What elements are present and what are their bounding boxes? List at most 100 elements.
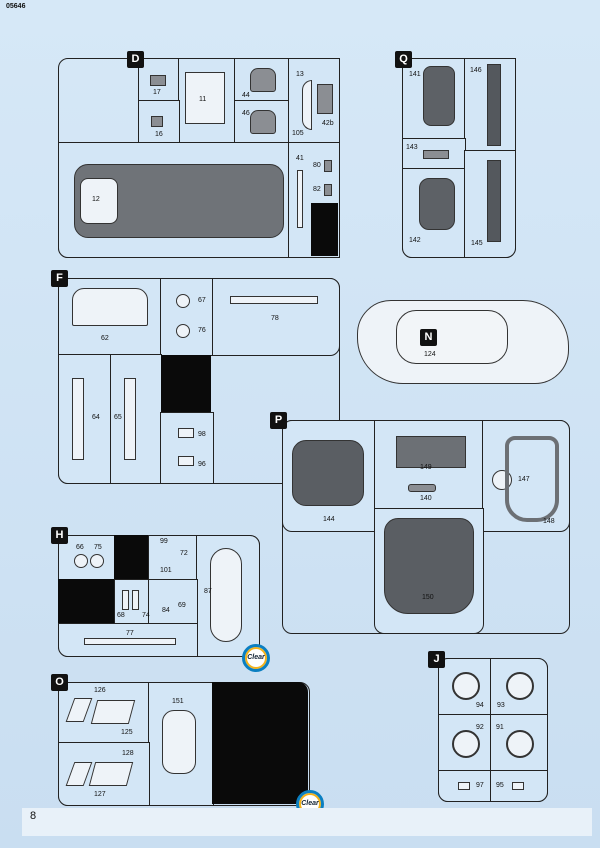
part-17-label: 17 xyxy=(153,89,161,96)
sprue-h-cell-99 xyxy=(148,535,198,581)
part-94-label: 94 xyxy=(476,702,484,709)
sprue-f-cell-64 xyxy=(58,354,112,484)
part-11-shape xyxy=(185,72,225,124)
part-141-seat xyxy=(423,66,455,126)
part-125-label: 125 xyxy=(121,729,133,736)
part-75-shape xyxy=(90,554,104,568)
part-72-label: 72 xyxy=(180,550,188,557)
part-12-label: 12 xyxy=(92,196,100,203)
part-76-shape xyxy=(176,324,190,338)
part-150-label: 150 xyxy=(422,594,434,601)
part-46-shape xyxy=(250,110,276,134)
part-82-label: 82 xyxy=(313,186,321,193)
sprue-f-cell-98 xyxy=(160,412,214,484)
part-140-label: 140 xyxy=(420,495,432,502)
document-number: 05646 xyxy=(6,3,26,10)
part-144-label: 144 xyxy=(323,516,335,523)
part-96-shape xyxy=(178,456,194,466)
part-143-label: 143 xyxy=(406,144,418,151)
part-64-shape xyxy=(72,378,84,460)
part-148-shape xyxy=(505,436,559,522)
part-141-label: 141 xyxy=(409,71,421,78)
part-84-label: 84 xyxy=(162,607,170,614)
wheel-92-icon xyxy=(452,730,480,758)
part-101-label: 101 xyxy=(160,567,172,574)
part-74-shape xyxy=(132,590,139,610)
part-62-shape xyxy=(72,288,148,326)
part-87-label: 87 xyxy=(204,588,212,595)
sprue-j-badge: J xyxy=(428,651,445,668)
wheel-93-icon xyxy=(506,672,534,700)
part-95-shape xyxy=(512,782,524,790)
part-128-shape xyxy=(88,762,134,786)
part-144-shape xyxy=(292,440,364,506)
sprue-f-cell-65 xyxy=(110,354,162,484)
part-65-shape xyxy=(124,378,136,460)
part-44-label: 44 xyxy=(242,92,250,99)
part-17-shape xyxy=(150,75,166,86)
part-145-label: 145 xyxy=(471,240,483,247)
part-146-label: 146 xyxy=(470,67,482,74)
part-11-label: 11 xyxy=(199,96,207,103)
part-140-shape xyxy=(408,484,436,492)
part-67-label: 67 xyxy=(198,297,206,304)
wheel-94-icon xyxy=(452,672,480,700)
part-145-gauge xyxy=(487,160,501,242)
part-151-label: 151 xyxy=(172,698,184,705)
part-78-label: 78 xyxy=(271,315,279,322)
part-13-label: 13 xyxy=(296,71,304,78)
part-142-seat xyxy=(419,178,455,230)
part-67-shape xyxy=(176,294,190,308)
part-16-label: 16 xyxy=(155,131,163,138)
part-142-label: 142 xyxy=(409,237,421,244)
car-body-window xyxy=(396,310,508,364)
part-97-shape xyxy=(458,782,470,790)
page-footer xyxy=(22,808,592,836)
part-149-label: 149 xyxy=(420,464,432,471)
sprue-o-badge: O xyxy=(51,674,68,691)
sprue-h-badge: H xyxy=(51,527,68,544)
part-127-label: 127 xyxy=(94,791,106,798)
part-98-label: 98 xyxy=(198,431,206,438)
part-97-label: 97 xyxy=(476,782,484,789)
part-147-label: 147 xyxy=(518,476,530,483)
part-77-shape xyxy=(84,638,176,645)
part-65-label: 65 xyxy=(114,414,122,421)
part-143-shape xyxy=(423,150,449,159)
part-41-label: 41 xyxy=(296,155,304,162)
part-126-label: 126 xyxy=(94,687,106,694)
part-93-label: 93 xyxy=(497,702,505,709)
part-68-shape xyxy=(122,590,129,610)
part-146-gauge xyxy=(487,64,501,146)
part-62-label: 62 xyxy=(101,335,109,342)
part-74-label: 74 xyxy=(142,612,150,619)
part-99-label: 99 xyxy=(160,538,168,545)
part-41-shape xyxy=(297,170,303,228)
sprue-o-black-block xyxy=(212,682,308,804)
part-76-label: 76 xyxy=(198,327,206,334)
sprue-d-black-block xyxy=(311,203,338,256)
part-78-shape xyxy=(230,296,318,304)
part-75-label: 75 xyxy=(94,544,102,551)
sprue-q-badge: Q xyxy=(395,51,412,68)
sprue-h-black-left xyxy=(58,579,114,623)
sprue-d-badge: D xyxy=(127,51,144,68)
sprue-h-clear-badge: Clear xyxy=(242,644,270,672)
part-128-label: 128 xyxy=(122,750,134,757)
part-80-label: 80 xyxy=(313,162,321,169)
part-150-shape xyxy=(384,518,474,614)
part-68-label: 68 xyxy=(117,612,125,619)
part-82-shape xyxy=(324,184,332,196)
part-95-label: 95 xyxy=(496,782,504,789)
part-66-shape xyxy=(74,554,88,568)
part-42b-shape xyxy=(317,84,333,114)
sprue-f-cell-67 xyxy=(160,278,214,356)
part-87-shape xyxy=(210,548,242,642)
part-77-label: 77 xyxy=(126,630,134,637)
part-64-label: 64 xyxy=(92,414,100,421)
sprue-h-cell-84 xyxy=(148,579,198,625)
sprue-h-black-top xyxy=(114,535,148,579)
part-42b-label: 42b xyxy=(322,120,334,127)
part-124-label: 124 xyxy=(424,351,436,358)
